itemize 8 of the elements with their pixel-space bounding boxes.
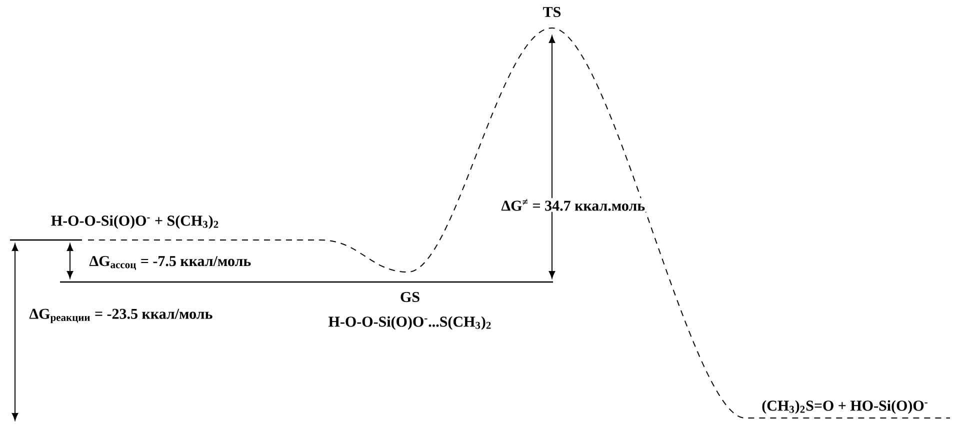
energy-label: ΔG$_{ассоц}$ = -7.5 ккал/моль bbox=[89, 256, 251, 270]
energy-label: ΔG$_{реакции}$ = -23.5 ккал/моль bbox=[29, 308, 212, 324]
state-label: TS bbox=[543, 6, 561, 18]
state-label: H-O-O-Si(O)O$^{-}$ + S(CH$_{3}$)$_{2}$ bbox=[51, 215, 218, 229]
state-label: H-O-O-Si(O)O$^{-}$...S(CH$_{3}$)$_{2}$ bbox=[328, 316, 491, 330]
energy-label: ΔG$^{≠}$ = 34.7 ккал.моль bbox=[500, 198, 646, 212]
state-label: (CH$_{3}$)$_{2}$S=O + HO-Si(O)O$^{-}$ bbox=[762, 400, 928, 414]
state-label: GS bbox=[400, 292, 420, 302]
